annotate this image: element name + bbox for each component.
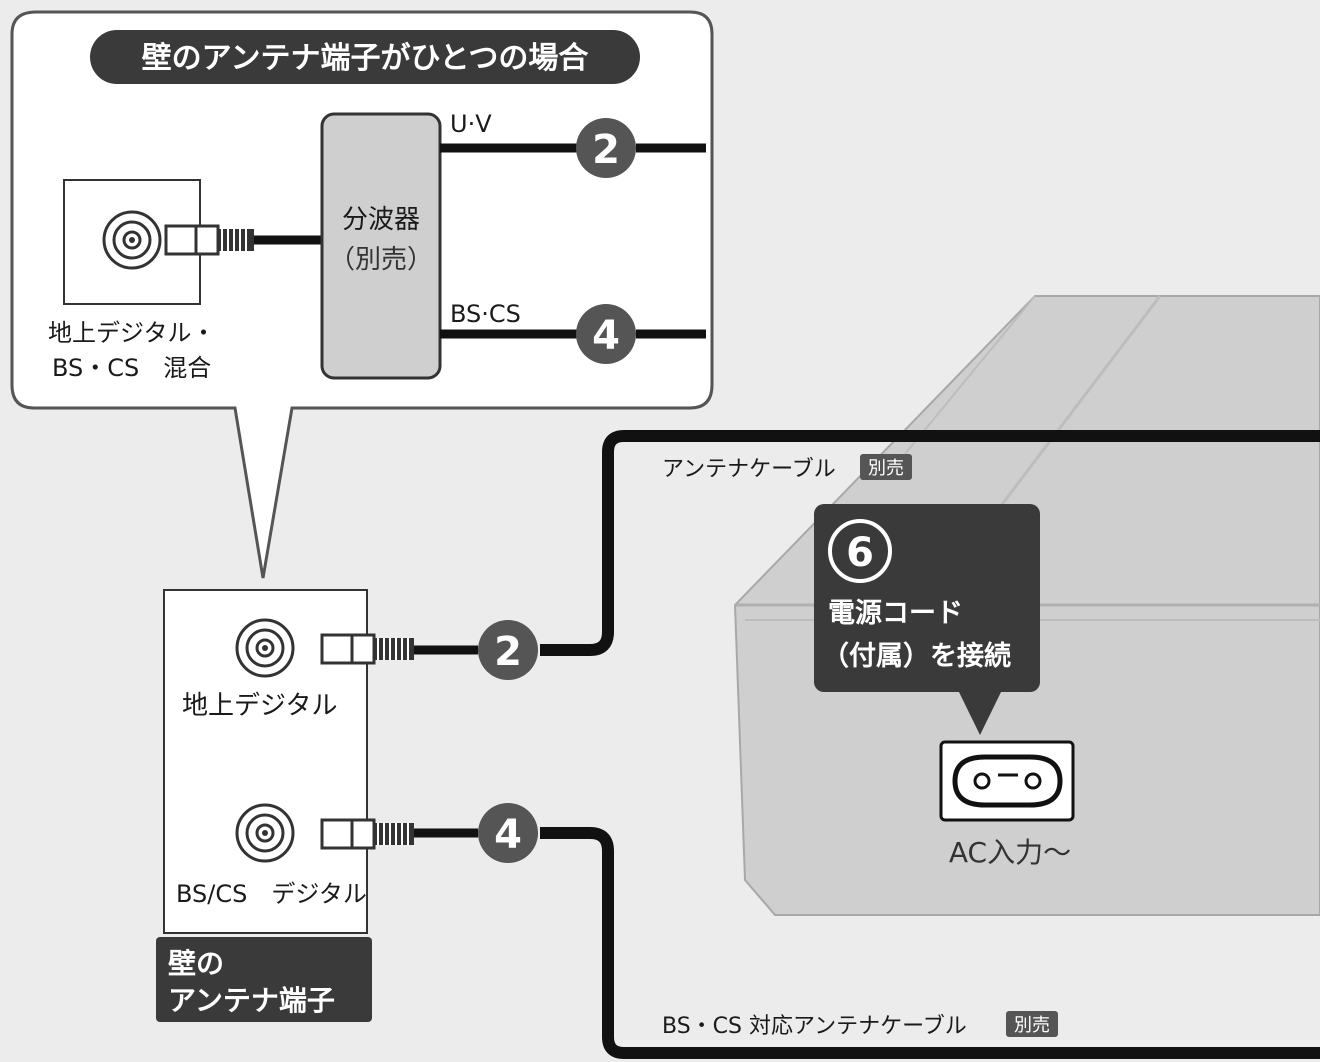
power-cord-line1: 電源コード bbox=[828, 598, 963, 629]
antenna-cable-label: アンテナケーブル bbox=[662, 457, 836, 482]
svg-text:2: 2 bbox=[494, 629, 522, 675]
wall-outlet-caption: 壁の アンテナ端子 bbox=[156, 937, 372, 1022]
svg-text:別売: 別売 bbox=[868, 458, 904, 479]
terrestrial-label: 地上デジタル bbox=[182, 691, 337, 721]
step-6-number: 6 bbox=[846, 530, 874, 576]
splitter-label: 分波器 bbox=[342, 205, 420, 235]
terrestrial-step-badge bbox=[478, 620, 538, 680]
bscs-socket-icon bbox=[235, 803, 295, 863]
bscs-output-label: BS·CS bbox=[450, 300, 521, 328]
svg-text:別売: 別売 bbox=[1014, 1015, 1050, 1036]
step-6-badge bbox=[828, 519, 892, 583]
callout-title: 壁のアンテナ端子がひとつの場合 bbox=[142, 41, 589, 76]
splitter-box bbox=[320, 112, 442, 380]
svg-text:アンテナ端子: アンテナ端子 bbox=[168, 984, 335, 1017]
svg-text:4: 4 bbox=[494, 812, 522, 858]
splitter-sold-separately: （別売） bbox=[329, 245, 433, 275]
callout-title-pill bbox=[90, 30, 640, 84]
terrestrial-plug-icon bbox=[320, 633, 414, 665]
bscs-plug-icon bbox=[320, 818, 414, 850]
mixed-outlet-plug-icon bbox=[164, 224, 254, 256]
bscs-wall-step-badge bbox=[478, 803, 538, 863]
terrestrial-socket-icon bbox=[235, 618, 295, 678]
mixed-outlet-label-line1: 地上デジタル・ bbox=[48, 319, 216, 347]
bscs-cable-label: BS・CS 対応アンテナケーブル bbox=[662, 1014, 967, 1039]
bscs-step-badge bbox=[576, 304, 636, 364]
svg-text:4: 4 bbox=[592, 313, 620, 359]
single-outlet-callout: 壁のアンテナ端子がひとつの場合 地上デジタル・ BS・CS 混合 分波器 （別売… bbox=[10, 10, 714, 579]
uv-step-badge bbox=[576, 118, 636, 178]
antenna-cable-lower bbox=[540, 827, 1320, 1059]
antenna-cable-sold-separately-badge: 別売 bbox=[860, 454, 912, 480]
antenna-cable-upper bbox=[540, 430, 1320, 656]
power-callout: 6 電源コード （付属）を接続 bbox=[814, 504, 1040, 735]
ac-input-label: AC入力～ bbox=[949, 836, 1071, 869]
wall-antenna-outlet: 地上デジタル 2 BS/CS デジタル 4 bbox=[163, 589, 538, 934]
svg-text:2: 2 bbox=[592, 127, 620, 173]
power-cord-line2: （付属）を接続 bbox=[822, 641, 1011, 672]
bscs-digital-label: BS/CS デジタル bbox=[176, 880, 367, 908]
ac-inlet bbox=[939, 740, 1075, 822]
mixed-outlet-socket-icon bbox=[102, 210, 162, 270]
svg-text:壁の: 壁の bbox=[168, 947, 224, 980]
mixed-outlet-label-line2: BS・CS 混合 bbox=[52, 354, 211, 382]
uv-output-label: U·V bbox=[450, 110, 492, 138]
bscs-cable-sold-separately-badge: 別売 bbox=[1006, 1011, 1058, 1037]
